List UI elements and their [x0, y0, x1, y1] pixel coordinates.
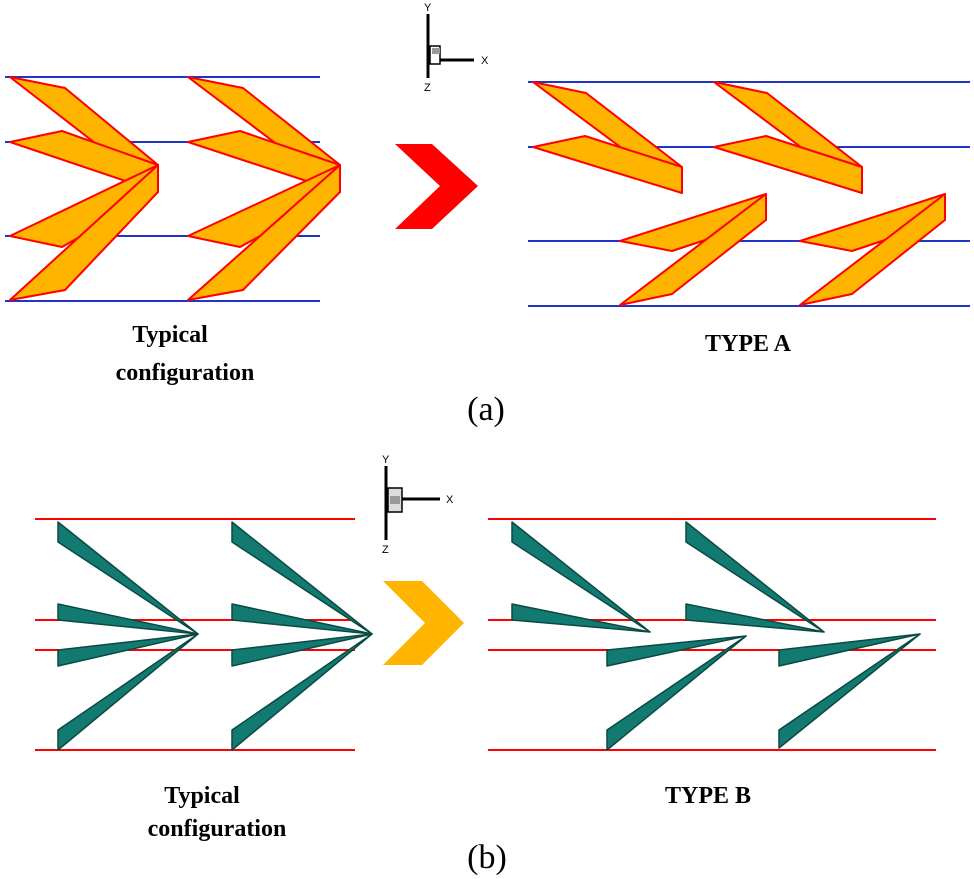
blade	[606, 635, 747, 667]
blade	[511, 603, 651, 633]
typical-label-line2: configuration	[116, 360, 255, 386]
blade	[685, 521, 825, 633]
type-b-label: TYPE B	[665, 783, 751, 809]
axis-triad: Y X Z	[424, 2, 489, 94]
typical-label-line1: Typical	[132, 322, 208, 348]
blade	[685, 603, 825, 633]
blade	[713, 135, 863, 194]
panel-b-type-b: TYPE B	[488, 518, 936, 809]
blade	[9, 164, 159, 301]
axis-y-label: Y	[382, 454, 390, 466]
blade	[532, 135, 683, 194]
axis-origin-icon	[429, 45, 441, 65]
panel-b: Typical configuration Y X Z	[35, 454, 936, 876]
transition-arrow-icon	[383, 581, 464, 665]
transition-arrow-icon	[395, 144, 478, 229]
axis-z-label: Z	[382, 544, 389, 556]
blade	[231, 633, 373, 667]
panel-a-caption: (a)	[467, 391, 505, 428]
blade	[799, 193, 946, 306]
type-a-label: TYPE A	[705, 331, 792, 357]
panel-a-typical-configuration: Typical configuration	[5, 76, 341, 386]
blade	[778, 633, 921, 667]
panel-a-type-a: TYPE A	[528, 81, 970, 357]
axis-y-label: Y	[424, 2, 432, 14]
axis-origin-icon	[432, 48, 440, 54]
blade	[778, 633, 921, 749]
typical-label-line2: configuration	[148, 816, 287, 842]
blade	[511, 521, 651, 633]
blade	[231, 633, 373, 751]
axis-x-label: X	[481, 55, 489, 67]
blade	[231, 521, 373, 635]
panel-b-typical-configuration: Typical configuration	[35, 518, 373, 842]
axis-z-label: Z	[424, 82, 431, 94]
axis-triad: Y X Z	[382, 454, 454, 556]
panel-b-caption: (b)	[467, 839, 507, 876]
axis-origin-icon	[390, 496, 400, 504]
blade	[57, 603, 199, 635]
blade	[619, 193, 767, 306]
typical-label-line1: Typical	[164, 783, 240, 809]
blade	[57, 633, 199, 751]
panel-a: Typical configuration Y X Z	[5, 2, 970, 428]
blade	[57, 633, 199, 667]
blade	[57, 521, 199, 635]
blade	[231, 603, 373, 635]
axis-x-label: X	[446, 494, 454, 506]
blade	[606, 635, 747, 751]
blade	[187, 164, 341, 301]
